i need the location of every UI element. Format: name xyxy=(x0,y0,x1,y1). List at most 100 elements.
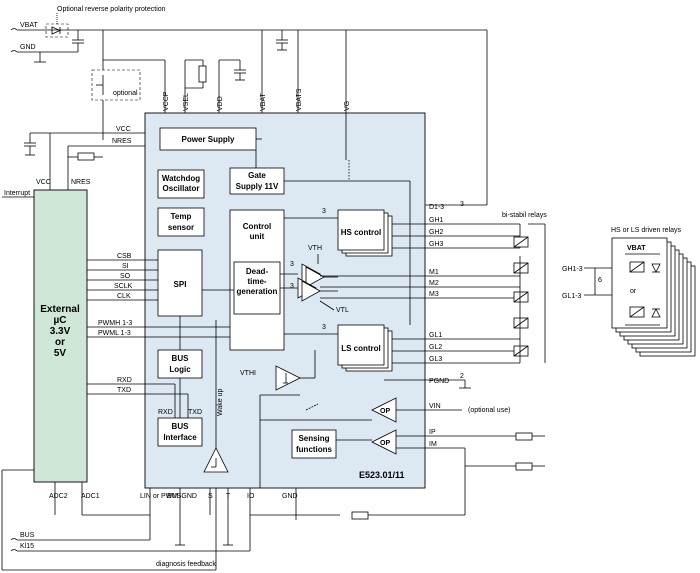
vtl-label: VTL xyxy=(336,307,349,314)
block-spi: SPI xyxy=(174,280,187,289)
optional-protection-box xyxy=(91,69,141,101)
mcu-supply-area: VCC NRES Interrupt xyxy=(2,126,145,198)
block-sensing-2: functions xyxy=(296,445,333,454)
count-3-d: 3 xyxy=(460,201,464,208)
pin-im: IM xyxy=(429,441,437,448)
pin-pgnd: PGND xyxy=(429,378,449,385)
sig-pwml: PWML 1-3 xyxy=(98,330,131,337)
block-gate-2: Supply 11V xyxy=(236,182,279,191)
pin-gl3: GL3 xyxy=(429,356,442,363)
sig-so: SO xyxy=(120,273,131,280)
pin-m3: M3 xyxy=(429,291,439,298)
bistabil-relays: bi-stabil relays xyxy=(502,212,547,363)
block-dead-3: generation xyxy=(237,287,278,296)
pin-gh1: GH1 xyxy=(429,217,444,224)
relay-or-label: or xyxy=(630,288,637,295)
pin-gl2: GL2 xyxy=(429,344,442,351)
pin-vin: VIN xyxy=(429,403,441,410)
vcc-label-top: VCC xyxy=(116,126,131,133)
mcu-label-1: External xyxy=(40,304,80,315)
pin-vg: VG xyxy=(344,101,351,111)
bottom-connections: BUS Kl15 diagnosis feedback xyxy=(1,420,261,571)
relay-vbat-label: VBAT xyxy=(627,245,646,252)
block-bus-if-1: BUS xyxy=(172,422,190,431)
block-temp-2: sensor xyxy=(168,223,194,232)
bottom-pins: LIN or PWM BUSGND S T IO GND xyxy=(140,488,465,520)
pin-vsel: VSEL xyxy=(183,93,190,111)
block-dead-1: Dead- xyxy=(246,267,269,276)
sig-txd: TXD xyxy=(117,387,131,394)
count-3-comp-a: 3 xyxy=(290,261,294,268)
count-3-ls: 3 xyxy=(322,324,326,331)
part-number: E523.01/11 xyxy=(359,470,405,480)
wake-up-label: Wake up xyxy=(217,389,224,416)
optional-label: optional xyxy=(113,90,138,97)
sig-si: SI xyxy=(122,263,129,270)
internal-wires: 3 3 RXD TXD xyxy=(158,113,411,418)
op-vin-label: OP xyxy=(380,408,390,415)
block-temp-1: Temp xyxy=(171,212,192,221)
diagnosis-label: diagnosis feedback xyxy=(156,561,216,568)
block-ls-control: LS control xyxy=(341,344,381,353)
relay-gl13: GL1-3 xyxy=(562,293,582,300)
pin-m1: M1 xyxy=(429,269,439,276)
pin-lin: LIN or PWM xyxy=(140,493,178,500)
top-supply-area: VBAT Optional reverse polarity protectio… xyxy=(10,6,488,206)
analog-blocks: VTH VTL 3 3 VTHI OP OP Wake up xyxy=(203,245,397,473)
vth-label: VTH xyxy=(308,245,322,252)
hs-ls-label: HS or LS driven relays xyxy=(611,227,682,234)
polarity-protection-box xyxy=(45,23,69,38)
int-rxd: RXD xyxy=(158,409,173,416)
block-dead-2: time- xyxy=(247,277,266,286)
nres-label-top: NRES xyxy=(112,138,132,145)
pin-busgnd: BUSGND xyxy=(167,493,197,500)
block-control-2: unit xyxy=(250,232,265,241)
pin-vbats: VBATS xyxy=(296,88,303,111)
pin-vbat: VBAT xyxy=(260,93,267,111)
block-bus-if-2: Interface xyxy=(163,433,197,442)
vthi-label: VTHI xyxy=(240,370,256,377)
internal-blocks: Power Supply Watchdog Oscillator Gate Su… xyxy=(157,127,405,480)
block-control-1: Control xyxy=(243,222,271,231)
interrupt-label: Interrupt xyxy=(4,190,30,197)
count-3-hs: 3 xyxy=(322,208,326,215)
block-bus-logic-2: Logic xyxy=(169,365,191,374)
pin-gh3: GH3 xyxy=(429,241,444,248)
sig-rxd: RXD xyxy=(117,377,132,384)
pin-gnd-bottom: GND xyxy=(282,493,298,500)
pin-d13: D1-3 xyxy=(429,204,444,211)
sig-pwmh: PWMH 1-3 xyxy=(98,320,132,327)
pin-s: S xyxy=(208,493,213,500)
count-6: 6 xyxy=(598,277,602,284)
sig-sclk: SCLK xyxy=(114,283,133,290)
kl15-label: Kl15 xyxy=(20,543,34,550)
count-3-comp-b: 3 xyxy=(290,283,294,290)
block-gate-1: Gate xyxy=(248,171,266,180)
pin-gl1: GL1 xyxy=(429,332,442,339)
gnd-input-label: GND xyxy=(20,44,36,51)
sig-clk: CLK xyxy=(117,293,131,300)
op-ip-label: OP xyxy=(380,440,390,447)
block-power-supply: Power Supply xyxy=(182,135,235,144)
external-mcu: VCC NRES External µC 3.3V or 5V ADC2 ADC… xyxy=(33,179,100,500)
block-watchdog-1: Watchdog xyxy=(162,174,200,183)
block-hs-control: HS control xyxy=(341,228,381,237)
block-watchdog-2: Oscillator xyxy=(163,184,200,193)
block-bus-logic-1: BUS xyxy=(172,354,190,363)
mcu-adc2: ADC2 xyxy=(49,493,68,500)
pin-t: T xyxy=(226,493,231,500)
mcu-label-5: 5V xyxy=(54,348,67,359)
mcu-adc1: ADC1 xyxy=(81,493,100,500)
right-pins: D1-3 3 GH1 GH2 GH3 M1 M2 M3 GL1 GL2 GL3 … xyxy=(320,201,545,515)
mcu-label-4: or xyxy=(55,337,65,348)
polarity-protection-note: Optional reverse polarity protection xyxy=(57,6,166,13)
mcu-label-3: 3.3V xyxy=(50,326,71,337)
bistabil-label: bi-stabil relays xyxy=(502,212,547,219)
mcu-vcc: VCC xyxy=(36,179,51,186)
count-2-pgnd: 2 xyxy=(460,373,464,380)
pin-vdd: VDD xyxy=(217,96,224,111)
pin-vccp: VCCP xyxy=(163,91,170,111)
bus-label: BUS xyxy=(20,532,35,539)
